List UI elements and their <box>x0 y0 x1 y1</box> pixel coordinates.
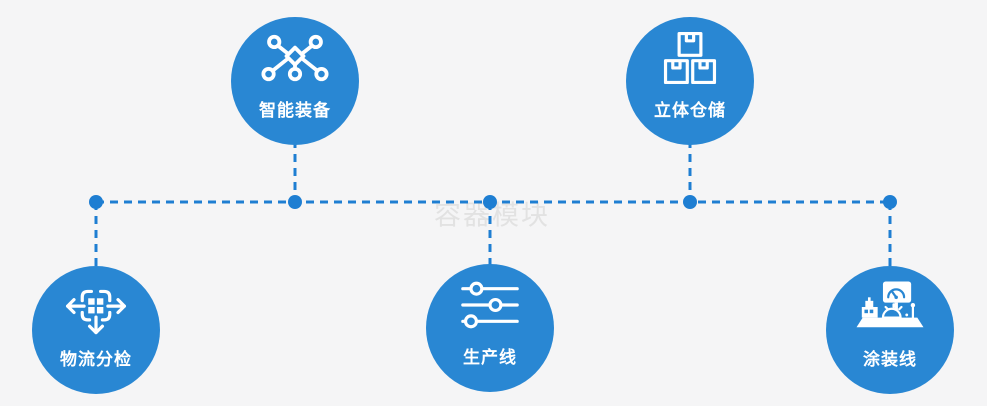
node-label: 生产线 <box>463 348 517 367</box>
node-production-line[interactable]: 生产线 <box>426 264 554 392</box>
node-label: 物流分检 <box>60 350 132 369</box>
node-icon-wrap <box>853 278 927 336</box>
junction-dot <box>683 195 697 209</box>
node-icon-wrap <box>661 29 719 87</box>
node-label: 智能装备 <box>259 101 331 120</box>
node-label: 涂装线 <box>863 350 917 369</box>
junction-dot <box>288 195 302 209</box>
node-icon-wrap <box>461 276 519 334</box>
node-smart-equipment[interactable]: 智能装备 <box>231 17 359 145</box>
paint-station-icon <box>856 281 924 328</box>
sliders-icon <box>461 281 519 329</box>
node-painting-line[interactable]: 涂装线 <box>826 266 954 394</box>
molecule-network-icon <box>261 34 329 82</box>
move-arrows-grid-icon <box>65 289 127 335</box>
junction-dot <box>89 195 103 209</box>
junction-dot <box>483 195 497 209</box>
stacked-boxes-icon <box>663 31 717 85</box>
junction-dot <box>883 195 897 209</box>
node-stereo-warehouse[interactable]: 立体仓储 <box>626 17 754 145</box>
node-label: 立体仓储 <box>654 101 726 120</box>
node-logistics-sorting[interactable]: 物流分检 <box>32 266 160 394</box>
node-icon-wrap <box>63 278 129 336</box>
node-icon-wrap <box>261 29 329 87</box>
